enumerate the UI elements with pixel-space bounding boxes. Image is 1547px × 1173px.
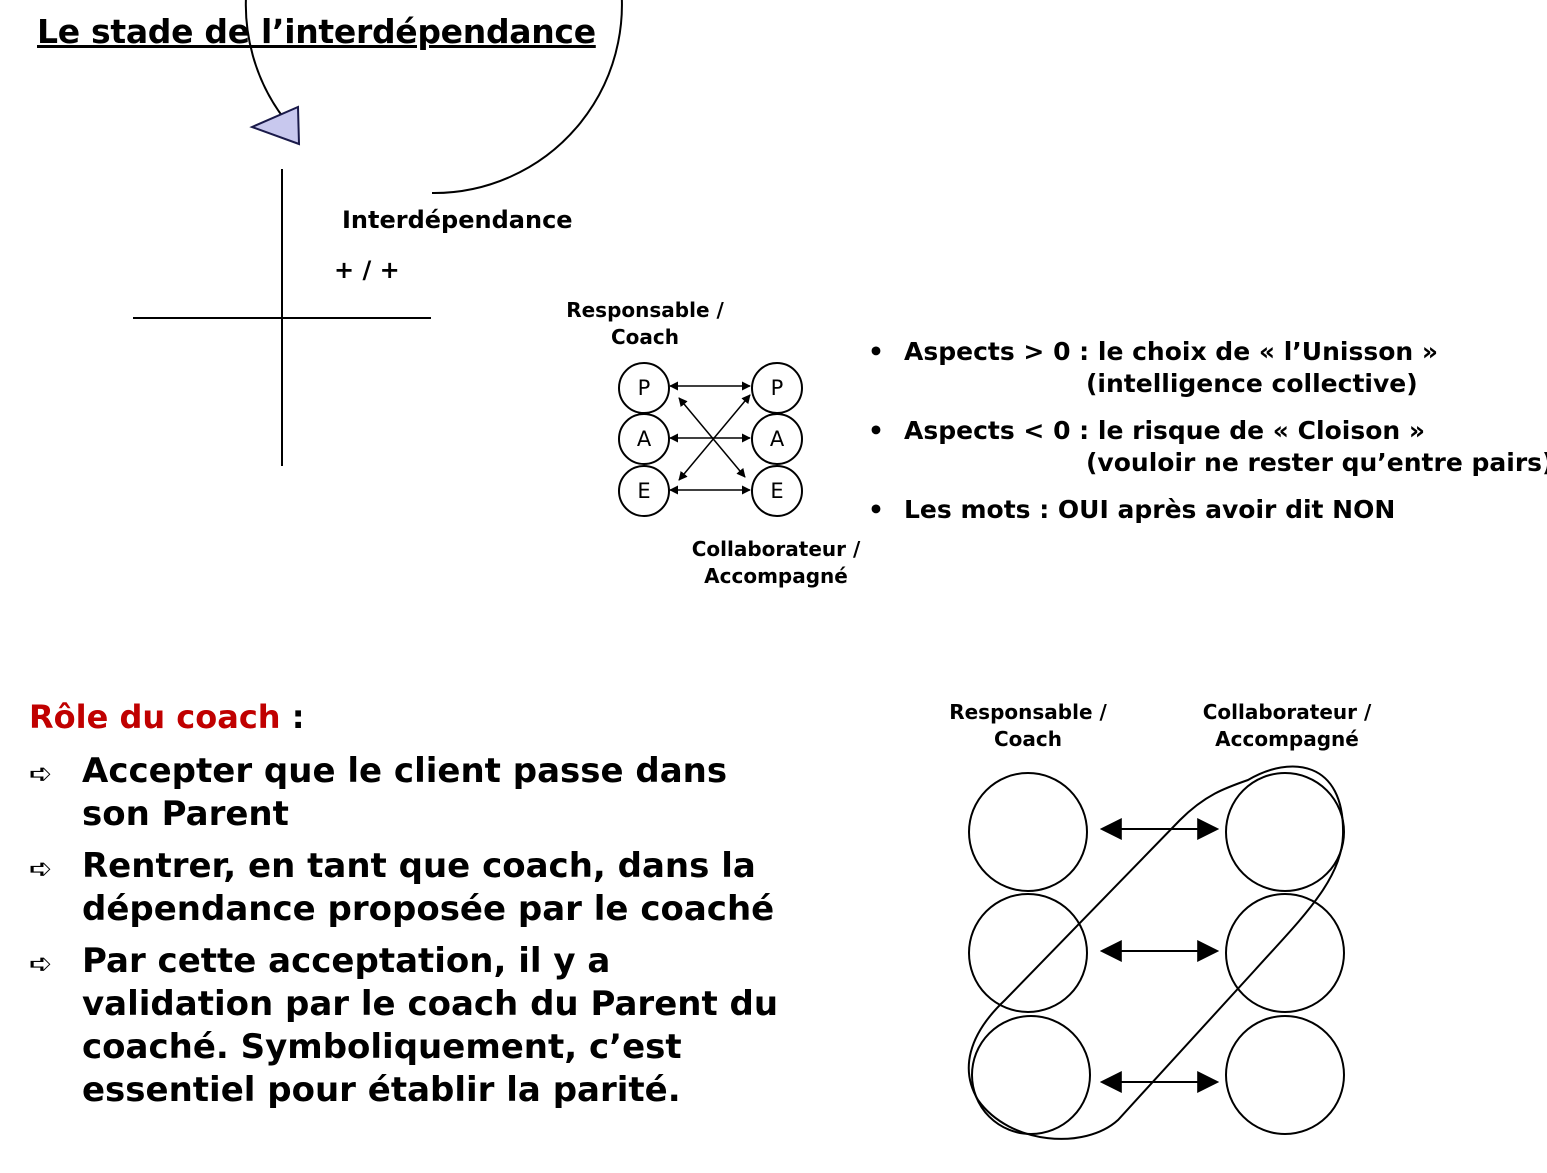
state-letter: P xyxy=(770,376,784,400)
role-list: ➪ Accepter que le client passe dans son … xyxy=(29,750,789,1121)
state-letter: E xyxy=(637,479,651,503)
bullet-dot: • xyxy=(868,416,884,445)
list-item: • Aspects > 0 : le choix de « l’Unisson »… xyxy=(868,336,1547,400)
arrow-e-p-cross xyxy=(678,394,751,481)
bullet-dot: • xyxy=(868,495,884,524)
role-heading: Rôle du coach : xyxy=(29,698,305,736)
state-letter: A xyxy=(769,427,785,451)
pae-diagram xyxy=(618,362,803,517)
list-item: ➪ Accepter que le client passe dans son … xyxy=(29,750,789,836)
state-letter: A xyxy=(636,427,652,451)
list-item: ➪ Rentrer, en tant que coach, dans la dé… xyxy=(29,845,789,931)
pae-bottom-label: Collaborateur / Accompagné xyxy=(691,537,861,588)
bullet-text: Aspects > 0 : le choix de « l’Unisson » xyxy=(904,337,1439,366)
state-letter: E xyxy=(770,479,784,503)
state-circle-left-e xyxy=(618,465,670,517)
bullet-dot: • xyxy=(868,337,884,366)
role-heading-red: Rôle du coach xyxy=(29,698,281,736)
role-heading-colon: : xyxy=(280,698,305,736)
bullet-continuation: (vouloir ne rester qu’entre pairs) xyxy=(1086,448,1547,477)
large-circle-right-2 xyxy=(1225,893,1345,1013)
arrow-bullet-icon: ➪ xyxy=(29,852,53,885)
list-item: • Les mots : OUI après avoir dit NON xyxy=(868,494,1547,526)
role-item-text: Accepter que le client passe dans son Pa… xyxy=(82,751,728,834)
large-loop xyxy=(967,765,1345,1140)
state-circle-right-e xyxy=(751,465,803,517)
large-circle-right-1 xyxy=(1225,772,1345,892)
role-item-text: Rentrer, en tant que coach, dans la dépe… xyxy=(82,846,775,929)
list-item: •Aspects < 0 : le risque de « Cloison » … xyxy=(868,415,1547,479)
state-letter: P xyxy=(637,376,651,400)
sign-label: + / + xyxy=(334,256,400,284)
large-diagram xyxy=(967,765,1345,1140)
page-title: Le stade de l’interdépendance xyxy=(37,12,596,51)
pae-top-label: Responsable / Coach xyxy=(566,298,724,349)
list-item: ➪ Par cette acceptation, il y a validati… xyxy=(29,940,789,1112)
large-circle-right-3 xyxy=(1225,1015,1345,1135)
large-right-label: Collaborateur / Accompagné xyxy=(1202,700,1372,751)
large-left-label: Responsable / Coach xyxy=(949,700,1107,751)
cycle-arrowhead-icon xyxy=(249,105,301,146)
bullet-text: Aspects < 0 : le risque de « Cloison » xyxy=(904,416,1426,445)
aspects-list: • Aspects > 0 : le choix de « l’Unisson »… xyxy=(868,336,1547,526)
bullet-text: Les mots : OUI après avoir dit NON xyxy=(904,495,1396,524)
interdependance-label: Interdépendance xyxy=(342,206,573,234)
bullet-continuation: (intelligence collective) xyxy=(1086,369,1418,398)
state-circle-left-a xyxy=(618,413,670,465)
large-circle-left-1 xyxy=(968,772,1088,892)
cycle-arc xyxy=(244,0,623,195)
arrow-bullet-icon: ➪ xyxy=(29,757,53,790)
large-circle-left-2 xyxy=(968,893,1088,1013)
circle-diagram xyxy=(133,0,623,466)
large-circle-left-3 xyxy=(971,1015,1091,1135)
role-item-text: Par cette acceptation, il y a validation… xyxy=(82,941,779,1110)
arrow-bullet-icon: ➪ xyxy=(29,947,53,980)
state-circle-right-a xyxy=(751,413,803,465)
